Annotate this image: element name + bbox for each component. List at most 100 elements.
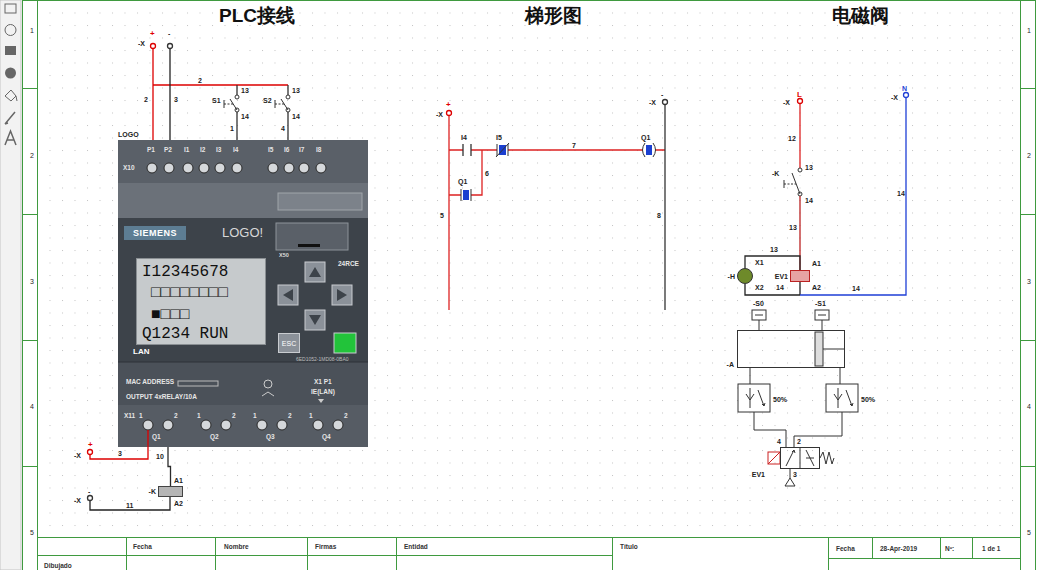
wire-label: 2 xyxy=(144,96,148,103)
logo-module-drawing xyxy=(333,420,343,430)
terminal-label: + xyxy=(150,30,155,38)
logo-module-drawing xyxy=(262,392,274,396)
solenoid-wiring xyxy=(745,282,800,295)
logo-module-drawing xyxy=(276,223,348,250)
wire-label: 10 xyxy=(156,453,164,460)
grid-reference: 3 xyxy=(1027,278,1031,285)
editor-toolbar xyxy=(5,112,15,124)
grid-reference: 1 xyxy=(30,27,34,34)
editor-toolbar xyxy=(0,0,21,570)
logo-module-drawing xyxy=(298,244,320,247)
pneumatic-circuit xyxy=(826,384,858,412)
wire-label: 6 xyxy=(485,170,489,177)
logo-module-drawing xyxy=(163,420,173,430)
pin-name: I5 xyxy=(268,147,273,154)
terminal-label: - xyxy=(168,30,170,37)
pin-name: I1 xyxy=(184,147,189,154)
logo-module-drawing xyxy=(316,163,326,173)
brand-badge: SIEMENS xyxy=(124,226,186,240)
node-label: I12345678 xyxy=(142,264,228,280)
pin-name: P2 xyxy=(164,147,172,154)
output-wiring xyxy=(88,450,93,455)
logo-module-drawing xyxy=(309,315,321,325)
wire-label: 14 xyxy=(897,190,905,197)
wire-label: 2 xyxy=(797,438,801,445)
solenoid-coil: EV1 xyxy=(790,270,810,282)
logo-module-drawing xyxy=(264,380,272,388)
wire-label: 13 xyxy=(292,87,300,94)
logo-module-drawing xyxy=(283,289,293,301)
logo-module-drawing xyxy=(178,381,218,386)
wire-label: 14 xyxy=(852,285,860,292)
output-terminal-label: Q3 xyxy=(266,434,275,441)
ladder-diagram xyxy=(461,189,471,201)
pneumatic-circuit xyxy=(738,384,770,412)
grid-dots xyxy=(37,0,1020,537)
wire-label: I5 xyxy=(496,134,502,141)
directional-valve: EV1 xyxy=(780,447,820,469)
wire-label: S1 xyxy=(212,97,221,104)
wire-label: A1 xyxy=(812,260,821,267)
ladder-diagram xyxy=(663,100,668,105)
pneumatic-circuit xyxy=(815,332,823,366)
node-label: -A xyxy=(727,361,734,368)
wire-label: X1 xyxy=(755,259,764,266)
output-terminal-label: 1 xyxy=(309,413,313,420)
logo-module-drawing xyxy=(299,163,309,173)
editor-toolbar xyxy=(0,0,21,570)
device-marking: 6ED1052-1MD08-0BA0 xyxy=(296,357,349,362)
grid-reference: 5 xyxy=(1027,529,1031,536)
logo-module-drawing xyxy=(334,333,356,353)
logo-module-drawing xyxy=(337,289,347,301)
logo-module-drawing xyxy=(305,310,325,330)
plc-supply-wiring xyxy=(151,44,156,49)
pneumatic-circuit xyxy=(818,315,826,316)
node-label: ESC xyxy=(282,340,296,347)
editor-toolbar xyxy=(5,131,16,145)
output-wiring xyxy=(90,430,148,459)
logo-module-drawing xyxy=(278,262,352,330)
grid-reference: 1 xyxy=(1027,27,1031,34)
pneumatic-circuit xyxy=(768,452,780,464)
solenoid-wiring xyxy=(784,184,796,185)
logo-module-drawing xyxy=(147,163,157,173)
title-block-cell: Fecha xyxy=(133,544,152,551)
terminal-label: -X xyxy=(891,94,898,101)
logo-module-drawing xyxy=(118,140,368,447)
grid-reference: 2 xyxy=(1027,152,1031,159)
logo-module-drawing xyxy=(305,262,325,282)
wire-label: 3 xyxy=(793,471,797,478)
pin-name: X10 xyxy=(123,165,135,172)
wire-connector xyxy=(745,256,800,270)
terminal-label: -X xyxy=(783,99,790,106)
wire-label: 8 xyxy=(657,212,661,219)
logo-module-drawing xyxy=(118,218,368,362)
logo-module-drawing xyxy=(278,285,298,305)
pneumatic-cylinder: -A xyxy=(737,330,845,368)
device-marking: LAN xyxy=(133,348,149,356)
sheet-frame xyxy=(22,0,1036,570)
push-button-symbol xyxy=(275,100,276,108)
push-button-symbol xyxy=(224,95,290,112)
solenoid-wiring xyxy=(784,180,785,188)
output-terminal-label: Q1 xyxy=(152,434,161,441)
wire-label: 1 xyxy=(230,125,234,132)
wire-label: Q1 xyxy=(458,178,467,185)
editor-toolbar xyxy=(5,25,16,36)
node-label: SIEMENS xyxy=(133,229,177,238)
ladder-diagram xyxy=(664,105,665,310)
logo-module-drawing xyxy=(143,420,153,430)
wire-label: Q1 xyxy=(641,134,650,141)
pin-name: P1 xyxy=(147,147,155,154)
grid-reference: 2 xyxy=(30,152,34,159)
title-block xyxy=(127,537,973,570)
device-marking: OUTPUT 4xRELAY/10A xyxy=(126,394,197,401)
solenoid-wiring xyxy=(800,98,906,295)
logo-module-drawing xyxy=(118,140,368,183)
wire-label: I4 xyxy=(461,134,467,141)
output-wiring xyxy=(88,496,93,501)
pneumatic-circuit xyxy=(815,310,829,320)
section-heading: PLC接线 xyxy=(219,6,295,25)
grid-reference: 5 xyxy=(30,529,34,536)
